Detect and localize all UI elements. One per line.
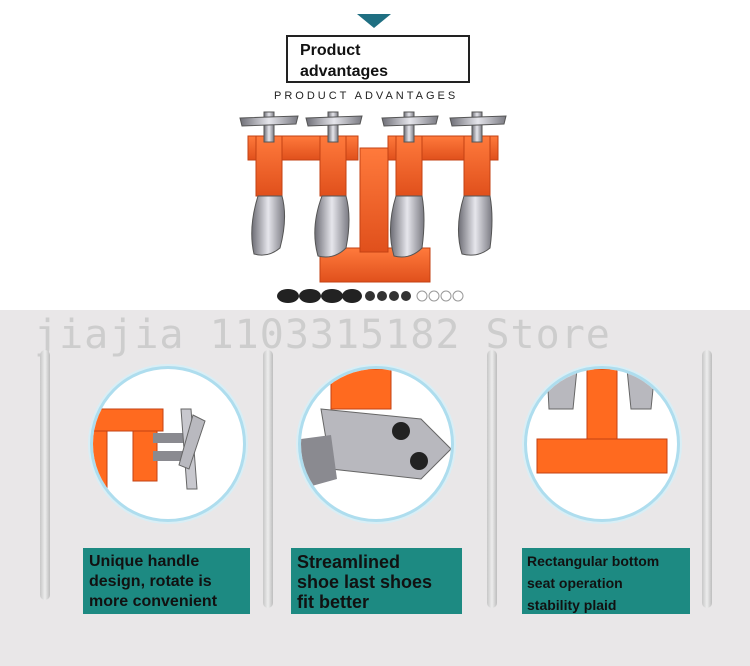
feature-image-handle — [90, 366, 246, 522]
feature-label-text: Streamlined shoe last shoes fit better — [297, 552, 433, 612]
feature-label-handle: Unique handle design, rotate is more con… — [83, 548, 250, 614]
feature-label-text: Rectangular bottom seat operation stabil… — [527, 553, 660, 613]
feature-image-shoe-last — [298, 366, 454, 522]
chevron-down-icon — [357, 14, 391, 28]
divider-bar — [487, 350, 497, 608]
page-title: Product advantages — [300, 42, 389, 80]
feature-label-shoe-last: Streamlined shoe last shoes fit better — [291, 548, 462, 614]
top-section: Product advantages PRODUCT ADVANTAGES — [0, 0, 750, 310]
product-image — [239, 111, 507, 303]
divider-bar — [702, 350, 712, 608]
store-watermark: jiajia 1103315182 Store — [34, 312, 611, 358]
feature-image-base — [524, 366, 680, 522]
title-box: Product advantages — [286, 35, 470, 83]
feature-label-base: Rectangular bottom seat operation stabil… — [522, 548, 690, 614]
divider-bar — [263, 350, 273, 608]
page-subtitle: PRODUCT ADVANTAGES — [274, 90, 459, 102]
divider-bar — [40, 350, 50, 600]
feature-label-text: Unique handle design, rotate is more con… — [89, 553, 218, 610]
